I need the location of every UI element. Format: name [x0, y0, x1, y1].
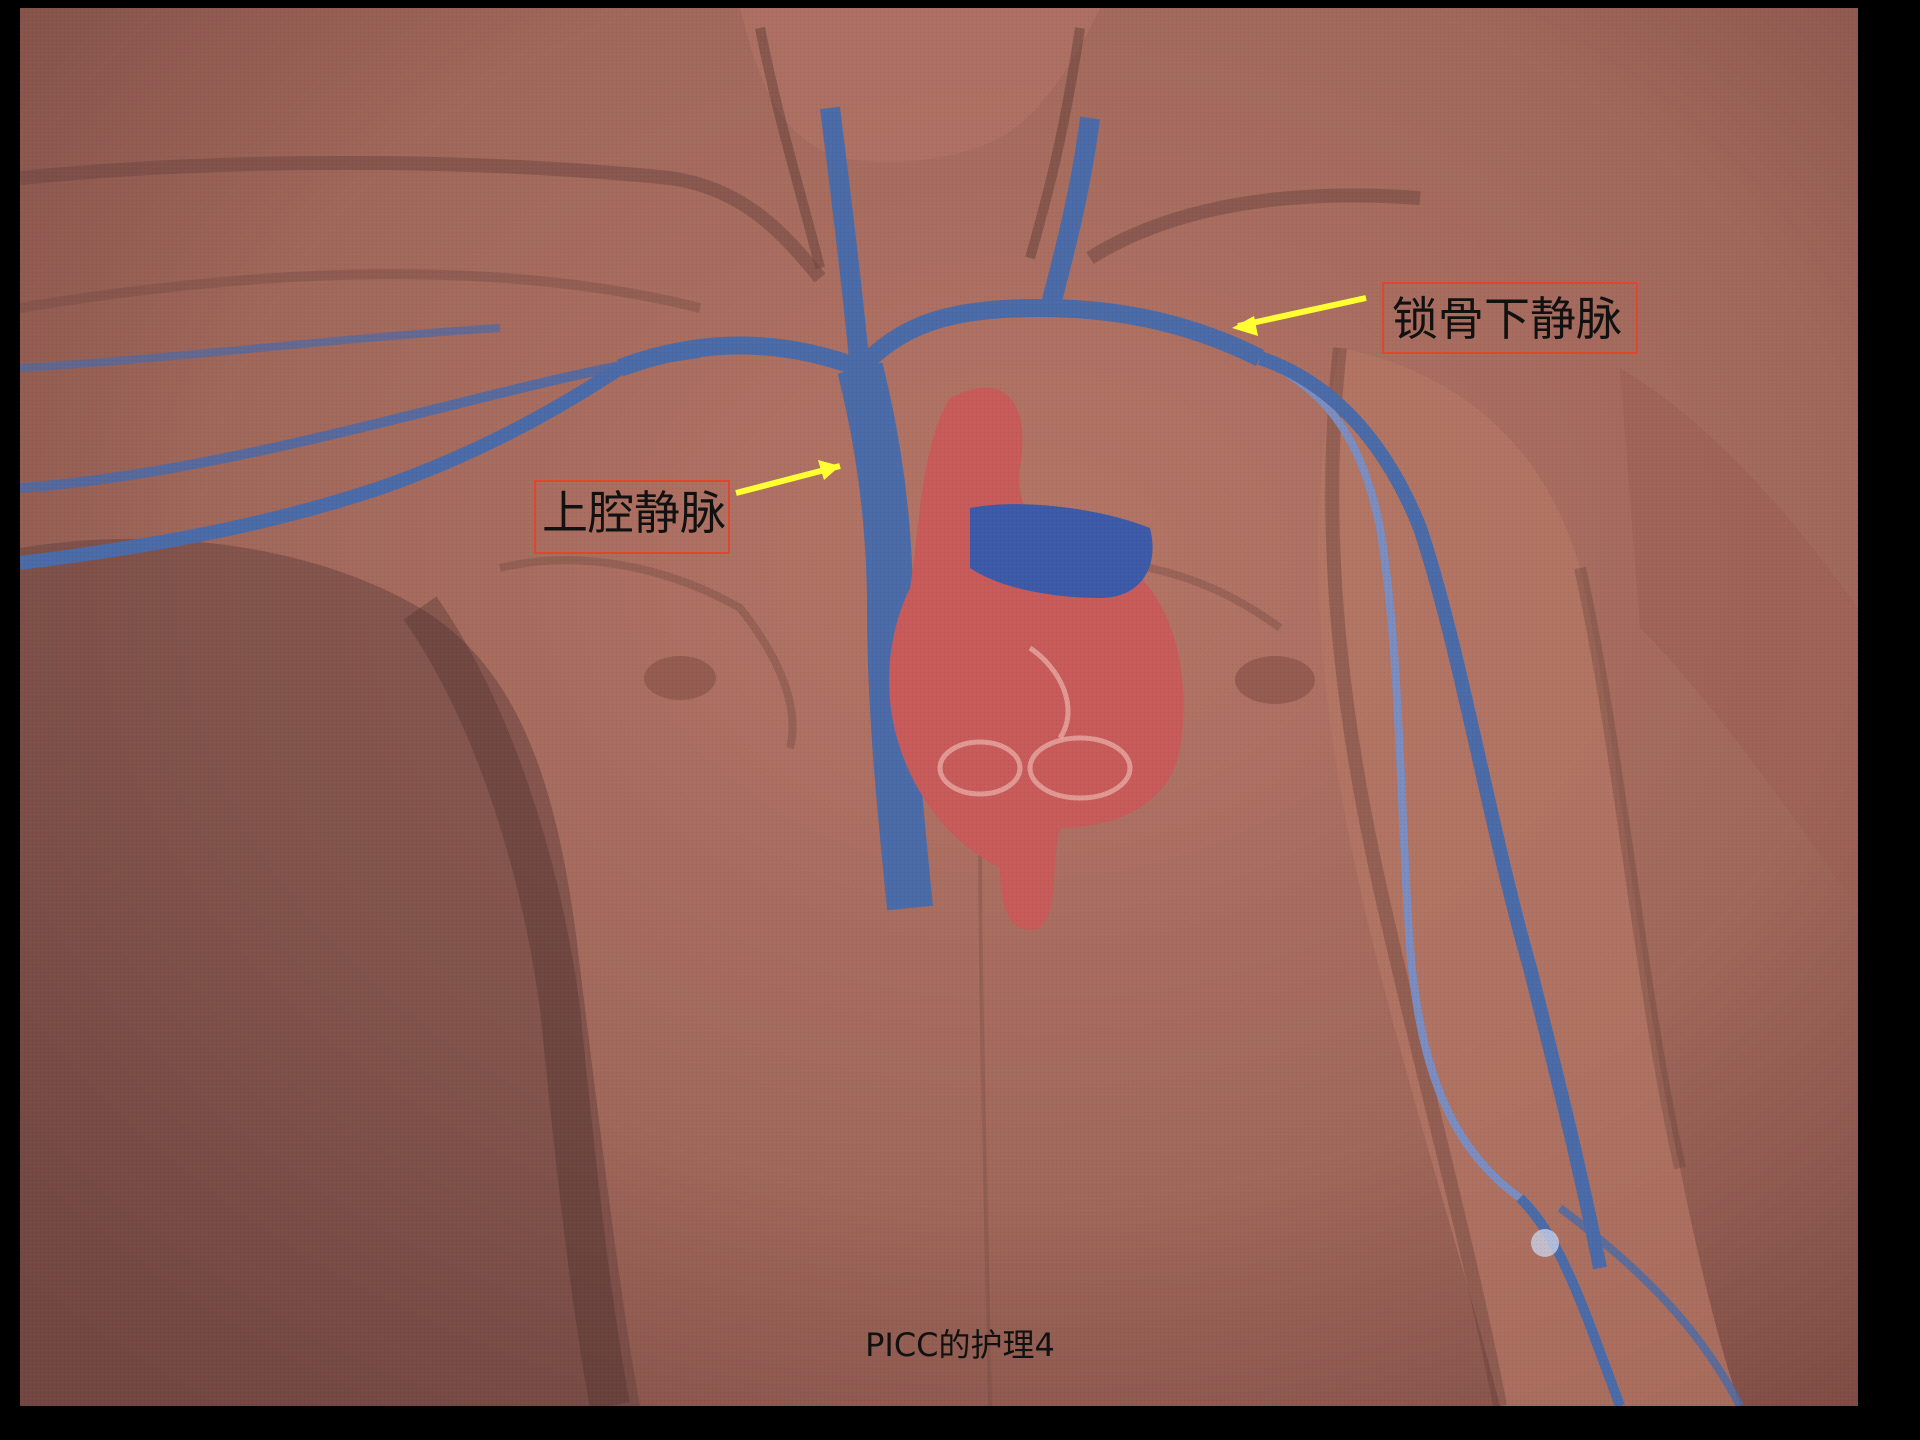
subclavian-vein-label: 锁骨下静脉 — [1382, 282, 1638, 354]
anatomy-illustration — [20, 8, 1858, 1406]
slide-caption: PICC的护理4 — [0, 1320, 1920, 1366]
anatomy-drawing — [20, 8, 1858, 1406]
superior-vena-cava-label: 上腔静脉 — [534, 480, 730, 554]
